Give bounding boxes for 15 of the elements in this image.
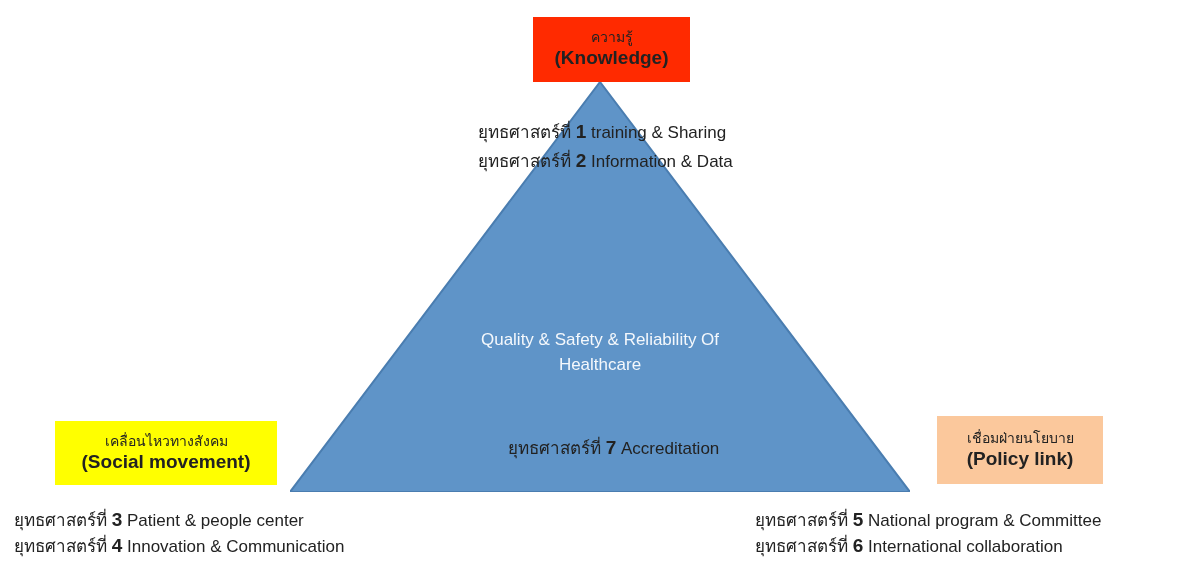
strategy-text: ยุทธศาสตร์ที่ 6 International collaboration bbox=[755, 534, 1063, 558]
thai-heading: ความรู้ bbox=[590, 28, 633, 47]
strategy-text: ยุทธศาสตร์ที่ 7 Accreditation bbox=[508, 436, 720, 460]
thai-heading: เคลื่อนไหวทางสังคม bbox=[104, 431, 228, 450]
category-box bbox=[55, 421, 277, 485]
english-heading: (Knowledge) bbox=[554, 46, 669, 71]
english-heading: (Policy link) bbox=[966, 446, 1074, 471]
thai-heading: เชื่อมฝ่ายนโยบาย bbox=[966, 428, 1074, 447]
category-box bbox=[533, 17, 690, 82]
strategy-text: ยุทธศาสตร์ที่ 4 Innovation & Communication bbox=[14, 534, 345, 558]
english-heading: (Social movement) bbox=[81, 449, 251, 474]
center-text: Quality & Safety & Reliability Of Healthcare bbox=[479, 329, 721, 376]
strategy-text: ยุทธศาสตร์ที่ 3 Patient & people center bbox=[14, 508, 304, 532]
strategy-text: ยุทธศาสตร์ที่ 5 National program & Committee bbox=[755, 508, 1102, 532]
category-box bbox=[937, 416, 1103, 484]
